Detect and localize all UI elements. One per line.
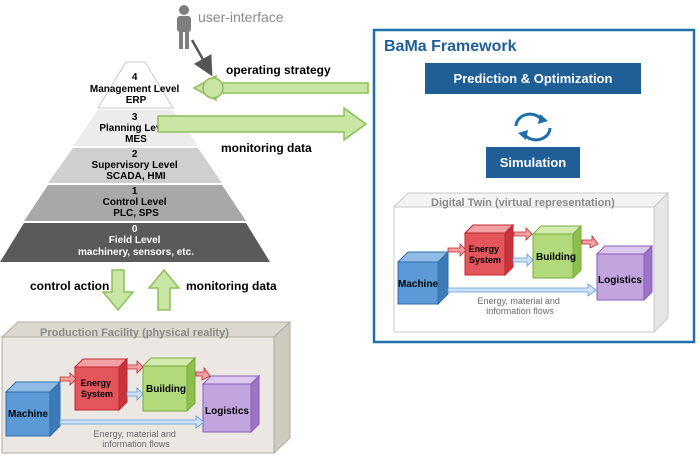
pf-arrow-1 bbox=[59, 372, 77, 386]
dt-building-label: Building bbox=[536, 252, 576, 263]
level-3-text: 3 Planning Level MES bbox=[99, 112, 172, 145]
dt-logistics-label: Logistics bbox=[598, 275, 642, 286]
dt-flows-arrow bbox=[447, 283, 597, 297]
digital-twin-title: Digital Twin (virtual representation) bbox=[431, 197, 615, 209]
operating-strategy-arrow bbox=[192, 74, 369, 102]
dt-energy-cube bbox=[463, 223, 515, 277]
simulation-button[interactable] bbox=[486, 147, 580, 178]
dt-arrow-2 bbox=[513, 227, 533, 241]
dt-logistics-cube bbox=[595, 244, 654, 302]
dt-building-cube bbox=[531, 224, 583, 280]
pf-energy-cube bbox=[73, 357, 129, 412]
monitoring-data-label-top: monitoring data bbox=[221, 141, 312, 155]
pf-building-cube bbox=[141, 356, 197, 413]
level-0-text: 0 Field Level machinery, sensors, etc. bbox=[78, 224, 194, 258]
dt-energy-label: Energy System bbox=[468, 244, 501, 265]
digital-twin-box bbox=[392, 191, 670, 334]
pf-arrow-3 bbox=[195, 366, 211, 381]
pf-machine-label: Machine bbox=[8, 409, 48, 420]
control-action-label: control action bbox=[30, 279, 109, 293]
dt-arrow-1 bbox=[447, 243, 467, 257]
level-2-text: 2 Supervisory Level SCADA, HMI bbox=[92, 149, 181, 182]
pf-flows-arrow bbox=[59, 415, 205, 429]
pf-flows-label: Energy, material and information flows bbox=[94, 429, 179, 449]
control-action-arrow bbox=[101, 269, 135, 312]
dt-flows-label: Energy, material and information flows bbox=[478, 296, 563, 316]
pf-energy-label: Energy System bbox=[80, 378, 113, 399]
prediction-optimization-label: Prediction & Optimization bbox=[454, 71, 613, 86]
automation-pyramid bbox=[0, 61, 270, 262]
pf-machine-cube bbox=[4, 380, 62, 438]
level-4-text: 4 Management Level ERP bbox=[90, 72, 182, 106]
pf-building-label: Building bbox=[146, 384, 186, 395]
user-interface-arrow bbox=[190, 39, 213, 77]
pf-arrow-2 bbox=[126, 360, 144, 374]
user-interface-label: user-interface bbox=[198, 9, 284, 25]
prediction-optimization-button[interactable] bbox=[425, 63, 641, 94]
cycle-icon bbox=[514, 112, 552, 142]
dt-arrow-4 bbox=[512, 253, 534, 267]
user-icon bbox=[177, 5, 191, 49]
pf-logistics-label: Logistics bbox=[205, 406, 249, 417]
simulation-label: Simulation bbox=[500, 155, 567, 170]
bama-title: BaMa Framework bbox=[384, 38, 517, 55]
dt-arrow-3 bbox=[581, 234, 599, 249]
dt-machine-label: Machine bbox=[398, 279, 438, 290]
dt-machine-cube bbox=[396, 250, 450, 306]
production-facility-title: Production Facility (physical reality) bbox=[40, 327, 229, 339]
level-1-text: 1 Control Level PLC, SPS bbox=[103, 186, 170, 219]
monitoring-data-label-bottom: monitoring data bbox=[186, 279, 277, 293]
pf-logistics-cube bbox=[201, 374, 261, 434]
pf-arrow-4 bbox=[126, 387, 144, 401]
operating-strategy-label: operating strategy bbox=[226, 63, 331, 77]
monitoring-data-arrow-top bbox=[157, 106, 368, 142]
monitoring-data-arrow-bottom bbox=[147, 268, 181, 311]
